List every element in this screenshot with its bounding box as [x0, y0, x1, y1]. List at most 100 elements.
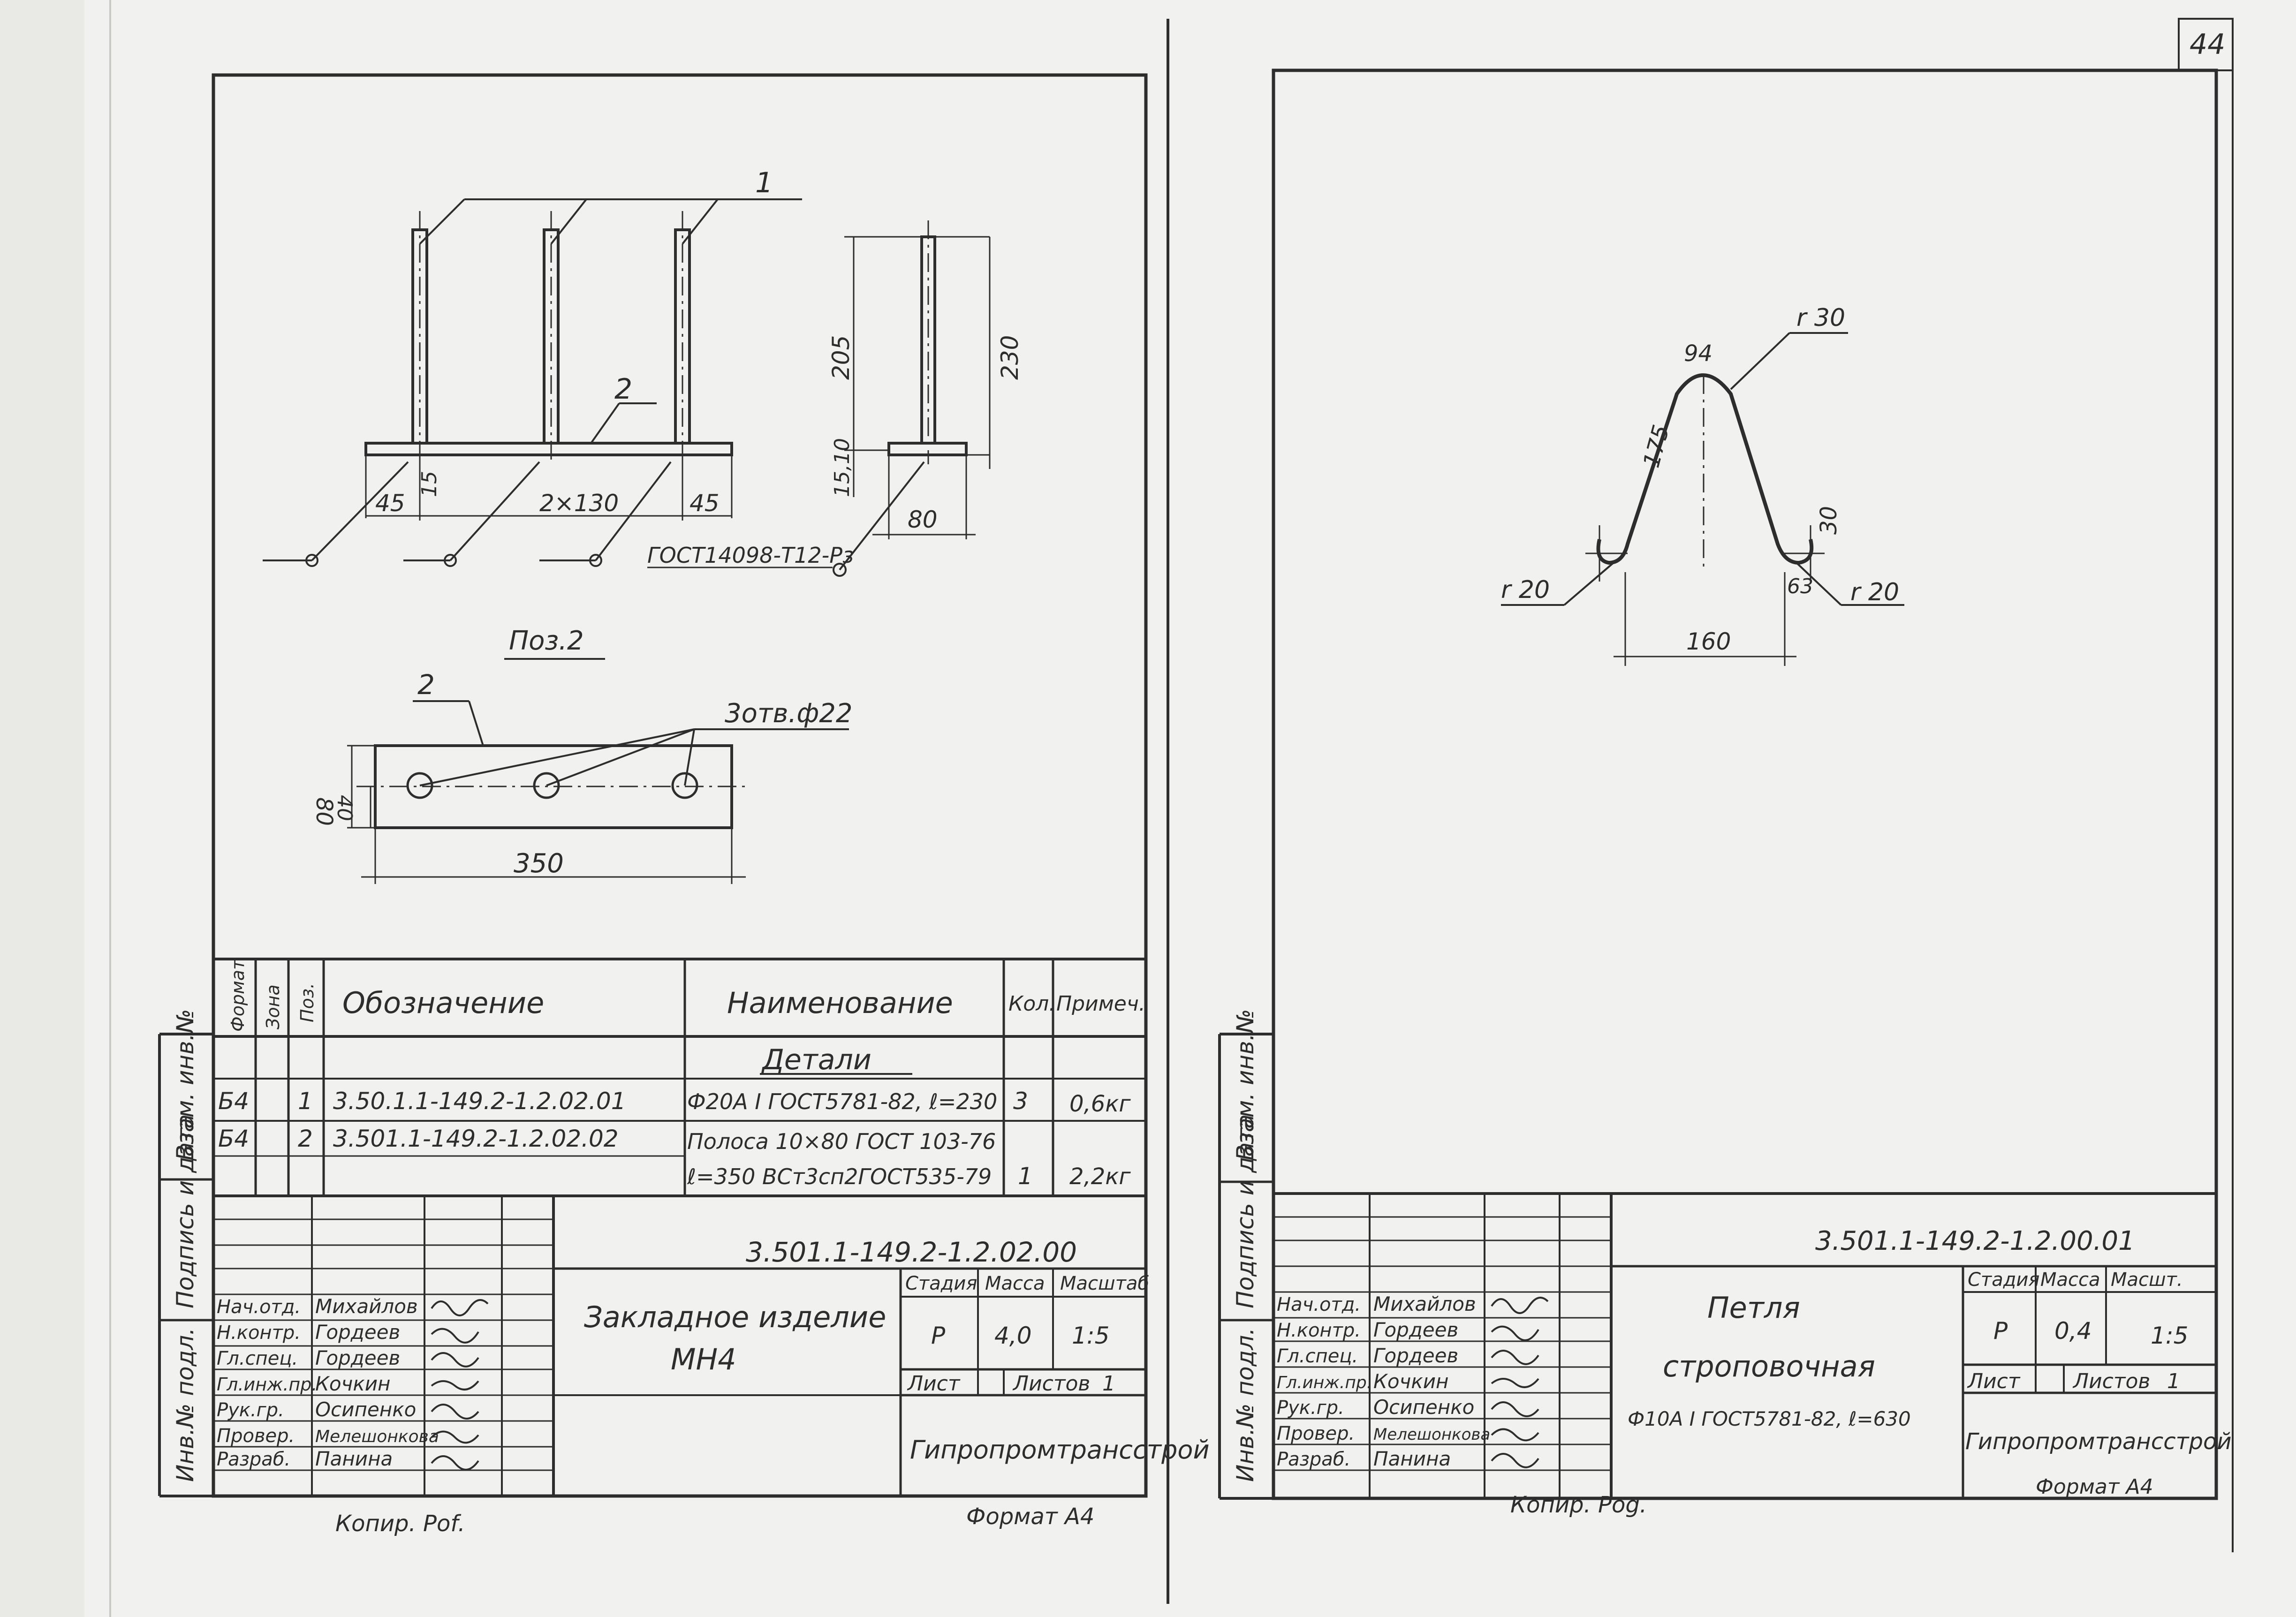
name-4: Кочкин [315, 1372, 390, 1395]
scale-right: 1:5 [2151, 1322, 2188, 1349]
stage-left: Р [931, 1322, 946, 1349]
r-name-2: Гордеев [1373, 1318, 1458, 1341]
row1-name: Ф20А I ГОСТ5781-82, ℓ=230 [687, 1089, 997, 1114]
side-view-drawing: 205 230 15,10 80 ГОСТ14098-Т12-Рз [647, 220, 1023, 577]
name-3: Гордеев [315, 1346, 400, 1369]
sheets-label-right: Листов [2072, 1369, 2150, 1393]
sheet-label-right: Лист [1967, 1369, 2021, 1393]
row2-name: Полоса 10×80 ГОСТ 103-76 [687, 1129, 996, 1154]
dim-2x130: 2×130 [539, 490, 619, 517]
doc-title-left-1: Закладное изделие [584, 1300, 886, 1334]
plate-detail-drawing: Поз.2 2 3отв.ф22 80 40 [311, 626, 852, 884]
role-1: Нач.отд. [217, 1296, 301, 1318]
hdr-zone: Зона [263, 984, 283, 1029]
scale-left: 1:5 [1072, 1322, 1109, 1349]
row2-designation: 3.501.1-149.2-1.2.02.02 [333, 1125, 619, 1152]
spec-section: Детали [761, 1043, 871, 1076]
page-number: 44 [2190, 28, 2225, 61]
r-side-label-3: Инв.№ подл. [1232, 1328, 1259, 1482]
r-name-3: Гордеев [1373, 1344, 1458, 1367]
lifting-loop-drawing: r 30 94 175 30 63 r 20 r 20 160 [1501, 304, 1904, 666]
row2-format: Б4 [218, 1125, 249, 1152]
side-label-2: Подпись и дата [172, 1114, 199, 1308]
stage-label-right: Стадия [1968, 1269, 2039, 1291]
org-right: Гипропромтрансстрой [1965, 1428, 2232, 1455]
doc-title-left-2: МН4 [671, 1342, 736, 1376]
detail-title: Поз.2 [509, 626, 584, 656]
dim-r30: r 30 [1796, 304, 1845, 332]
right-sheet: 44 Взам. инв.№ Подпись и дата Инв.№ подл… [1218, 18, 2234, 1552]
weld-note: ГОСТ14098-Т12-Рз [647, 543, 854, 568]
r-name-7: Панина [1373, 1447, 1451, 1470]
r-name-1: Михайлов [1373, 1292, 1476, 1315]
dim-45-left: 45 [375, 490, 405, 517]
r-role-2: Н.контр. [1277, 1320, 1361, 1341]
dim-205: 205 [827, 335, 855, 380]
dim-30: 30 [1816, 506, 1842, 535]
title-block-left: 3.501.1-149.2-1.2.02.00 Закладное издели… [213, 1196, 1210, 1496]
r-name-4: Кочкин [1373, 1370, 1448, 1393]
stage-label-left: Стадия [905, 1273, 977, 1294]
footer-copier-right: Копир. Роg. [1510, 1492, 1647, 1518]
r-role-3: Гл.спец. [1277, 1345, 1358, 1367]
r-role-6: Провер. [1277, 1423, 1355, 1444]
left-sheet: Взам. инв.№ Подпись и дата Инв.№ подл. 1 [158, 73, 1210, 1537]
role-6: Провер. [217, 1425, 295, 1447]
doc-title-right-2: строповочная [1663, 1349, 1875, 1383]
row1-qty: 3 [1013, 1088, 1028, 1115]
r-side-label-1: Взам. инв.№ [1232, 1009, 1259, 1161]
r-name-5: Осипенко [1373, 1396, 1474, 1419]
row2-name-2: ℓ=350 ВСт3сп2ГОСТ535-79 [687, 1164, 992, 1189]
dim-230: 230 [996, 335, 1023, 380]
name-6: Мелешонкова [315, 1427, 439, 1446]
name-5: Осипенко [315, 1398, 416, 1421]
plate-dim-80: 80 [311, 797, 337, 826]
sheet-label-left: Лист [907, 1372, 961, 1396]
mass-label-right: Масса [2040, 1269, 2100, 1291]
doc-code-left: 3.501.1-149.2-1.2.02.00 [746, 1236, 1077, 1268]
dim-45-right: 45 [690, 490, 720, 517]
role-7: Разраб. [217, 1449, 290, 1470]
spec-table: Формат Зона Поз. Обозначение Наименовани… [213, 958, 1146, 1197]
r-role-5: Рук.гр. [1277, 1397, 1344, 1419]
hdr-format: Формат [227, 959, 248, 1032]
sheets-label-left: Листов [1012, 1372, 1090, 1396]
holes-note: 3отв.ф22 [725, 698, 852, 729]
doc-title-right-3: Ф10А I ГОСТ5781-82, ℓ=630 [1628, 1407, 1911, 1430]
sheets-count-left: 1 [1102, 1372, 1115, 1396]
hdr-name: Наименование [727, 986, 953, 1020]
name-7: Панина [315, 1447, 393, 1470]
row1-note: 0,6кг [1069, 1091, 1131, 1117]
r-side-label-2: Подпись и дата [1232, 1114, 1259, 1308]
callout-pos-2: 2 [614, 373, 632, 406]
dim-160: 160 [1686, 628, 1731, 655]
hdr-qty: Кол. [1008, 992, 1055, 1016]
dim-80-side: 80 [908, 506, 938, 533]
r-name-6: Мелешонкова [1373, 1425, 1490, 1444]
side-label-3: Инв.№ подл. [172, 1328, 199, 1482]
mass-label-left: Масса [985, 1273, 1045, 1294]
hdr-designation: Обозначение [342, 986, 544, 1020]
doc-code-right: 3.501.1-149.2-1.2.00.01 [1815, 1226, 2135, 1256]
dim-r20-left: r 20 [1501, 576, 1550, 604]
row2-pos: 2 [298, 1125, 313, 1152]
dim-15: 15 [417, 471, 441, 497]
hdr-note: Примеч. [1056, 992, 1145, 1016]
name-1: Михайлов [315, 1295, 418, 1318]
hdr-pos: Поз. [297, 983, 318, 1022]
sheets-count-right: 1 [2167, 1369, 2180, 1393]
front-view-drawing: 1 2 45 15 2×130 45 [263, 166, 802, 567]
title-block-right: 3.501.1-149.2-1.2.00.01 Петля строповочн… [1273, 1192, 2232, 1498]
callout-pos-1: 1 [755, 166, 773, 199]
plate-dim-350: 350 [514, 848, 564, 879]
r-role-1: Нач.отд. [1277, 1294, 1361, 1315]
scale-label-right: Масшт. [2111, 1269, 2183, 1291]
doc-title-right-1: Петля [1707, 1291, 1800, 1325]
dim-15-10: 15,10 [830, 438, 854, 497]
callout-pos-2-detail: 2 [417, 669, 435, 701]
r-role-7: Разраб. [1277, 1449, 1350, 1470]
name-2: Гордеев [315, 1321, 400, 1344]
row1-designation: 3.50.1.1-149.2-1.2.02.01 [333, 1088, 626, 1115]
